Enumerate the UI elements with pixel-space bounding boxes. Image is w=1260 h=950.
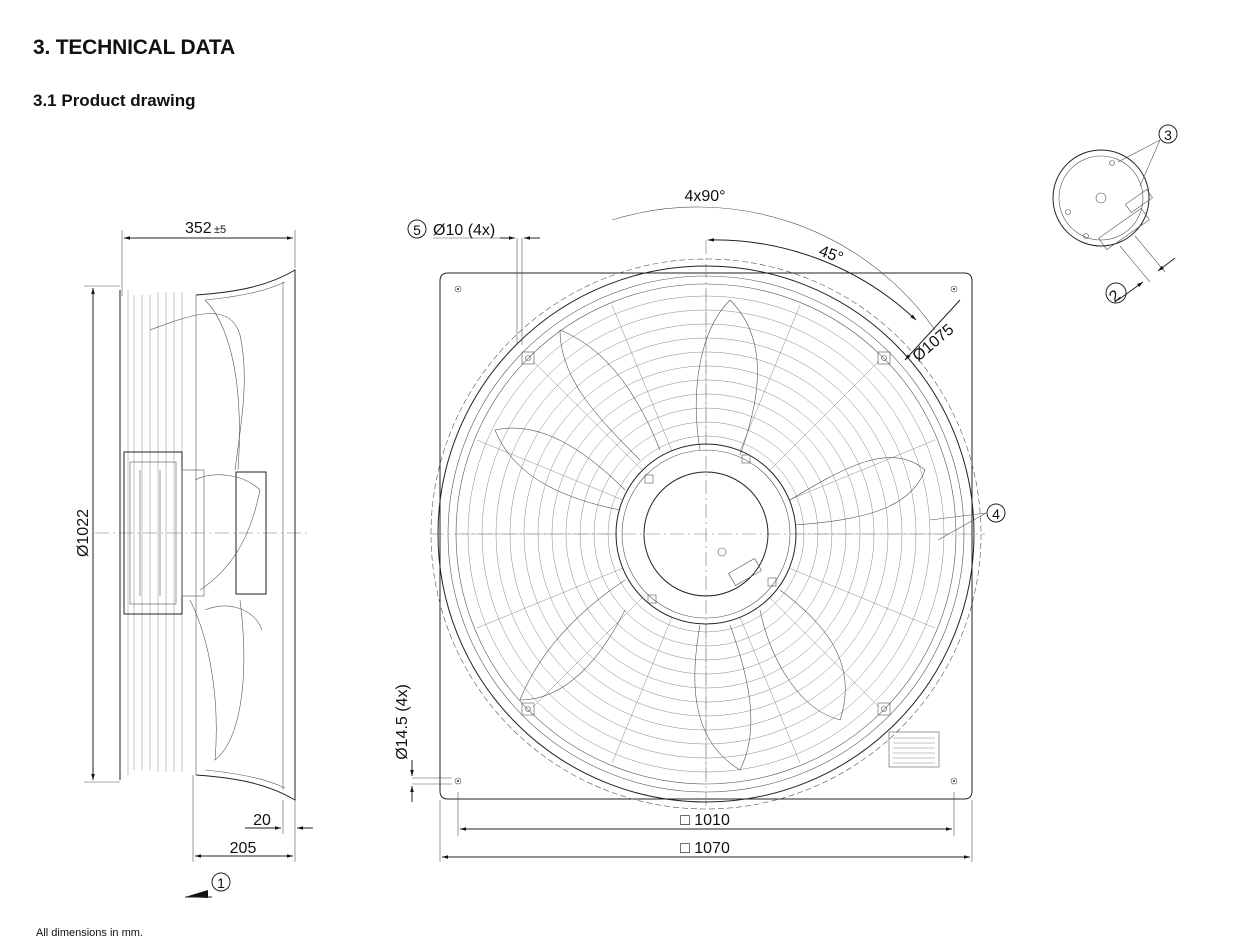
angle-45: 45° [817,243,846,267]
large-hole-dimension: Ø14.5 (4x) [394,684,411,760]
side-view: 352 ±5 Ø1022 20 205 1 [75,220,313,898]
front-view: 4x90° 45° Ø1075 5 Ø10 (4x) Ø14.5 (4x) □ … [394,188,1006,862]
depth-dimension: 352 [185,220,212,237]
small-hole-dimension: Ø10 (4x) [433,222,495,239]
callout-1: 1 [217,875,225,891]
guard-diameter: Ø1022 [75,509,92,557]
units-note: All dimensions in mm. [36,927,143,939]
depth-tolerance: ±5 [214,224,226,236]
angle-pattern: 4x90° [684,188,725,205]
flange-dimension: 20 [253,812,271,829]
subsection-title: 3.1 Product drawing [33,91,196,110]
inner-square-dimension: □ 1010 [680,812,730,829]
callout-4: 4 [992,506,1000,522]
detail-view: 3 2 [1052,124,1178,306]
outer-square-dimension: □ 1070 [680,840,730,857]
callout-5: 5 [413,222,421,238]
section-title: 3. TECHNICAL DATA [33,36,235,59]
callout-3: 3 [1164,127,1172,143]
offset-dimension: 205 [230,840,257,857]
